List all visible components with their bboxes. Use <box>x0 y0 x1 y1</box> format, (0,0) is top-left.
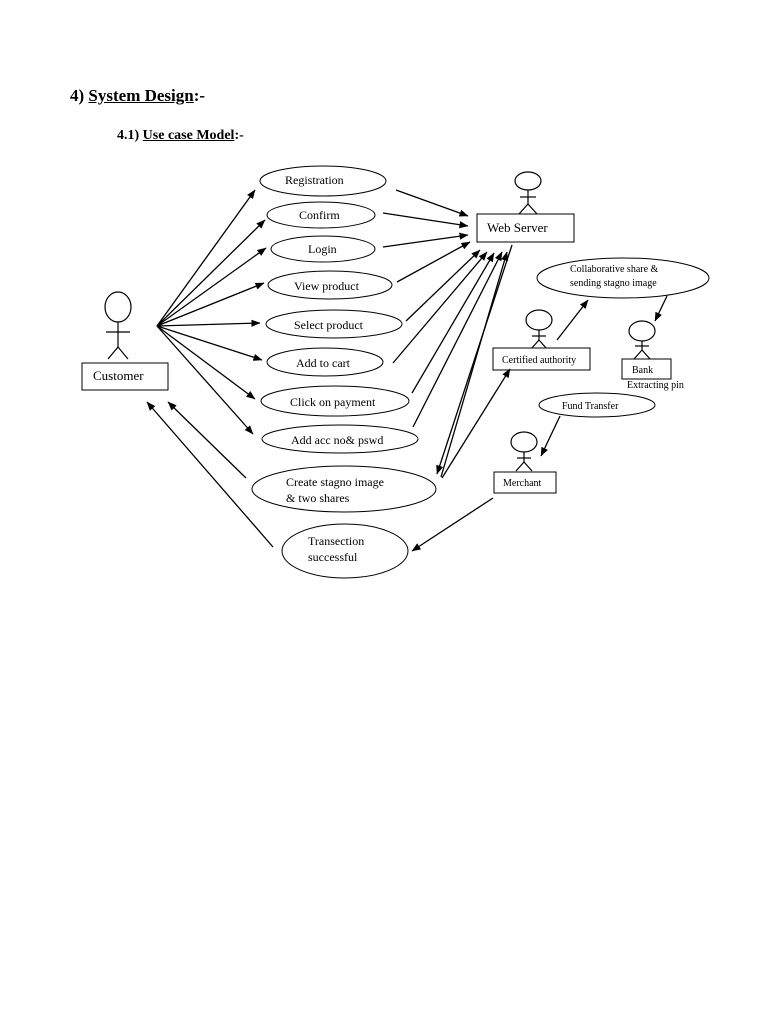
web-server-label: Web Server <box>487 220 548 235</box>
web-server-actor: Web Server <box>476 213 575 243</box>
use-case-confirm: Confirm <box>266 201 376 229</box>
merchant-actor-figure <box>510 431 538 472</box>
use-case-label: Add acc no& pswd <box>291 433 383 447</box>
arrow-confirm-webserver <box>382 212 469 229</box>
use-case-label-line1: Transection <box>308 534 364 548</box>
customer-actor-figure <box>104 291 132 360</box>
subsection-title: Use case Model <box>142 128 235 143</box>
merchant-actor: Merchant <box>493 471 557 494</box>
arrow-customer-click-payment <box>156 325 256 400</box>
use-case-label: Confirm <box>299 208 340 222</box>
arrow-transection-customer <box>146 401 274 548</box>
use-case-click-on-payment: Click on payment <box>260 385 410 417</box>
merchant-label: Merchant <box>503 478 542 489</box>
section-title: System Design <box>88 86 194 105</box>
bank-label: Bank <box>632 365 653 376</box>
arrow-click-payment-webserver <box>411 252 495 394</box>
arrow-customer-add-acc <box>156 325 254 435</box>
use-case-label-line2: successful <box>308 550 358 564</box>
use-case-transection: Transection successful <box>281 523 409 579</box>
arrow-merchant-transection <box>411 497 494 552</box>
certified-authority-actor-figure <box>525 309 553 350</box>
customer-label: Customer <box>93 368 144 383</box>
subsection-number: 4.1) <box>117 128 140 143</box>
arrow-view-product-webserver <box>396 241 471 283</box>
use-case-label: Registration <box>285 173 344 187</box>
bank-actor-figure <box>628 320 656 360</box>
use-case-label: Fund Transfer <box>562 401 619 412</box>
bank-actor: Bank <box>621 358 672 380</box>
use-case-add-to-cart: Add to cart <box>266 347 384 377</box>
use-case-registration: Registration <box>259 165 387 197</box>
section-suffix: :- <box>193 86 206 105</box>
certified-authority-actor: Certified authority <box>492 347 591 371</box>
arrow-login-webserver <box>382 232 469 248</box>
arrow-customer-login <box>156 247 267 327</box>
use-case-label: View product <box>294 279 360 293</box>
subsection-suffix: :- <box>234 128 244 143</box>
arrow-create-stagno-customer <box>167 401 247 479</box>
arrow-add-to-cart-webserver <box>392 251 488 364</box>
use-case-label: Login <box>308 242 337 256</box>
arrow-customer-confirm <box>156 219 266 327</box>
use-case-login: Login <box>270 235 376 263</box>
arrow-customer-view-product <box>156 282 265 327</box>
use-case-view-product: View product <box>267 270 393 300</box>
subsection-heading: 4.1) Use case Model:- <box>117 128 244 144</box>
arrow-customer-add-to-cart <box>156 325 263 361</box>
extracting-pin-label: Extracting pin <box>627 380 684 391</box>
arrow-customer-registration <box>156 189 256 327</box>
certified-authority-label: Certified authority <box>502 355 576 366</box>
use-case-label-line1: Create stagno image <box>286 475 384 489</box>
use-case-create-stagno: Create stagno image & two shares <box>251 465 437 513</box>
arrow-collaborative-bank <box>654 295 668 322</box>
use-case-label-line2: & two shares <box>286 491 350 505</box>
arrow-customer-select-product <box>156 319 261 327</box>
section-heading: 4) System Design:- <box>70 86 205 106</box>
web-server-actor-figure <box>514 171 542 215</box>
arrow-add-acc-webserver <box>412 251 503 428</box>
arrow-fund-transfer-merchant <box>540 415 561 457</box>
arrow-select-product-webserver <box>405 249 481 322</box>
section-number: 4) <box>70 86 85 105</box>
use-case-label-line1: Collaborative share & <box>570 264 659 275</box>
arrow-registration-webserver <box>395 189 469 217</box>
arrow-certified-collaborative <box>556 299 589 341</box>
use-case-select-product: Select product <box>265 309 403 339</box>
arrow-create-stagno-webserver <box>440 251 509 478</box>
use-case-label: Add to cart <box>296 356 351 370</box>
arrow-create-stagno-certified <box>441 368 511 479</box>
use-case-label: Click on payment <box>290 395 376 409</box>
use-case-add-acc: Add acc no& pswd <box>261 424 419 454</box>
use-case-label: Select product <box>294 318 364 332</box>
association-arrows <box>146 189 668 552</box>
arrow-webserver-create-stagno <box>436 244 513 475</box>
use-case-fund-transfer: Fund Transfer <box>538 392 656 418</box>
use-case-collaborative-share: Collaborative share & sending stagno ima… <box>536 257 710 299</box>
use-case-label-line2: sending stagno image <box>570 278 657 289</box>
customer-actor: Customer <box>81 362 169 391</box>
